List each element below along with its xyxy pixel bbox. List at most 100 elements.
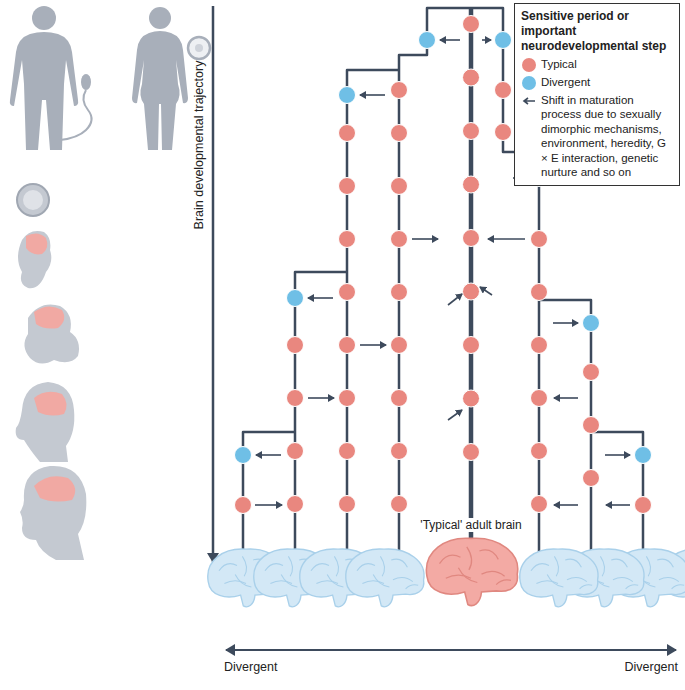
shift-arrow — [412, 238, 438, 240]
step-dot — [463, 176, 480, 193]
legend-text: Shift in maturation process due to sexua… — [541, 93, 673, 179]
brain-fold — [611, 559, 627, 567]
brain-fold — [265, 564, 283, 571]
step-dot — [235, 447, 252, 464]
brain — [426, 538, 517, 605]
brain-fold — [327, 574, 343, 587]
step-dot — [339, 87, 356, 104]
legend-row: Divergent — [521, 75, 673, 91]
brain-fold — [458, 568, 477, 583]
step-dot — [583, 364, 600, 381]
brain-fold — [531, 564, 549, 571]
brain-fold — [482, 571, 505, 576]
brain-fold — [613, 577, 633, 581]
legend-box: Sensitive period or important neurodevel… — [514, 3, 680, 186]
brain-label: 'Typical' adult brain — [417, 518, 524, 532]
step-dot — [339, 284, 356, 301]
step-dot — [391, 390, 408, 407]
step-dot — [419, 32, 436, 49]
shift-arrow — [360, 94, 385, 96]
shift-arrow — [255, 504, 282, 506]
brain-fold — [547, 574, 563, 587]
swatch-arrow — [524, 98, 535, 104]
brain-outline — [520, 549, 598, 607]
brain-fold — [554, 556, 558, 576]
axis-end-label: Divergent — [224, 660, 278, 674]
shift-arrow — [482, 39, 491, 41]
step-dot — [339, 390, 356, 407]
step-dot — [287, 496, 304, 513]
step-dot — [531, 337, 548, 354]
divergence-axis — [226, 649, 676, 651]
step-dot — [287, 390, 304, 407]
step-dot — [635, 447, 652, 464]
brain-fold — [672, 585, 685, 589]
shift-arrow — [553, 322, 578, 324]
step-dot — [287, 290, 304, 307]
step-dot — [391, 284, 408, 301]
step-dot — [495, 32, 512, 49]
step-dot — [339, 178, 356, 195]
shift-arrow — [448, 410, 462, 420]
human-figures — [10, 6, 188, 150]
brain-fold — [288, 556, 292, 576]
brain-fold — [467, 547, 472, 570]
step-dot — [235, 497, 252, 514]
brain-fold — [393, 577, 413, 581]
brain-fold — [406, 585, 419, 589]
step-dot — [339, 337, 356, 354]
step-dot — [495, 124, 512, 141]
shift-arrow — [554, 397, 578, 399]
brain-fold — [565, 559, 581, 567]
brain-fold — [235, 574, 251, 587]
branch-line — [347, 70, 399, 552]
brain-fold — [479, 550, 498, 559]
brain-fold — [357, 564, 375, 571]
step-dot — [391, 125, 408, 142]
brain — [346, 549, 424, 607]
axis-end-label: Divergent — [625, 660, 679, 674]
shift-arrow — [606, 504, 630, 506]
brain-fold — [600, 556, 604, 576]
step-dot — [531, 284, 548, 301]
step-dot — [583, 417, 600, 434]
brain-fold — [281, 574, 297, 587]
step-dot — [531, 443, 548, 460]
step-dot — [495, 82, 512, 99]
step-dot — [339, 496, 356, 513]
legend-title: Sensitive period or important neurodevel… — [521, 9, 673, 54]
step-dot — [583, 470, 600, 487]
shift-arrow — [480, 287, 492, 295]
branch-line — [591, 432, 643, 552]
brain-fold — [496, 580, 511, 585]
step-dot — [463, 337, 480, 354]
axis-label: Brain developmental trajectory — [192, 61, 206, 230]
adult-brains — [208, 538, 685, 607]
brain-outline — [346, 549, 424, 607]
brain-fold — [311, 564, 329, 571]
shift-arrow — [448, 294, 462, 305]
brain-fold — [334, 556, 338, 576]
step-dot — [463, 230, 480, 247]
development-stages — [16, 184, 87, 560]
step-dot — [391, 82, 408, 99]
brain-fold — [373, 574, 389, 587]
step-dot — [463, 283, 480, 300]
step-dot — [339, 125, 356, 142]
step-dot — [391, 496, 408, 513]
branch-line — [295, 272, 347, 552]
brain-fold — [391, 559, 407, 567]
step-dot — [463, 390, 480, 407]
branch-line — [469, 8, 474, 552]
shift-arrow — [308, 397, 334, 399]
sperm-and-egg — [60, 37, 210, 140]
branch-line — [427, 8, 503, 40]
brain-fold — [646, 556, 650, 576]
brain-fold — [567, 577, 587, 581]
legend-text: Typical — [541, 57, 577, 71]
brain-fold — [580, 585, 593, 589]
step-dot — [463, 444, 480, 461]
step-dot — [463, 16, 480, 33]
shift-arrow — [308, 297, 333, 299]
step-dot — [391, 443, 408, 460]
